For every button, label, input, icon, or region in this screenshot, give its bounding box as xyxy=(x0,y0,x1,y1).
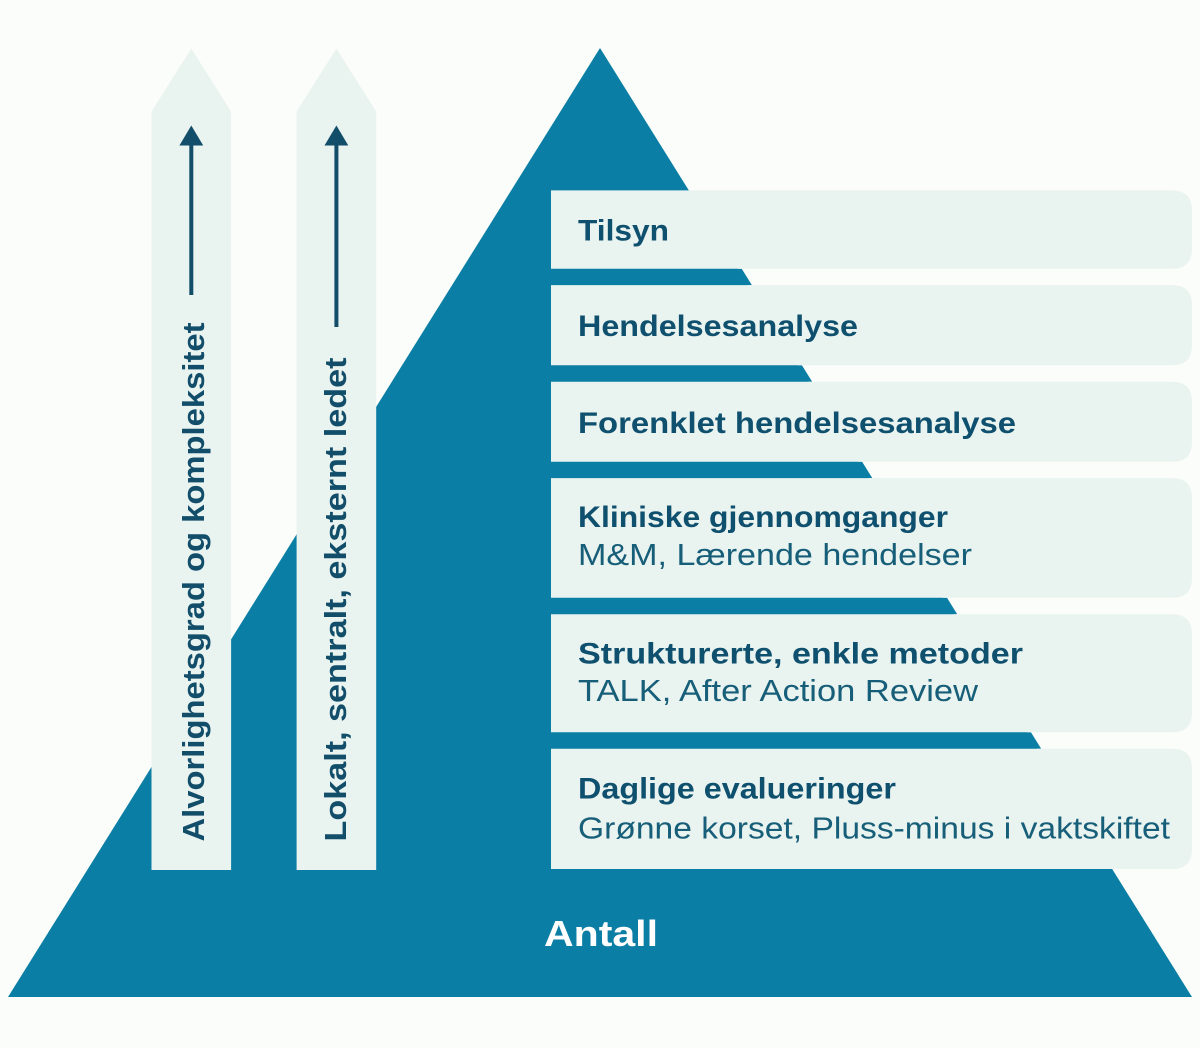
svg-text:Tilsyn: Tilsyn xyxy=(578,215,669,248)
svg-text:Forenklet hendelsesanalyse: Forenklet hendelsesanalyse xyxy=(578,407,1016,440)
svg-text:TALK, After Action Review: TALK, After Action Review xyxy=(578,673,979,708)
svg-text:Lokalt, sentralt, eksternt led: Lokalt, sentralt, eksternt ledet xyxy=(318,358,353,842)
svg-text:Daglige evalueringer: Daglige evalueringer xyxy=(578,773,897,806)
svg-text:Strukturerte, enkle metoder: Strukturerte, enkle metoder xyxy=(578,637,1024,670)
svg-text:Hendelsesanalyse: Hendelsesanalyse xyxy=(578,310,858,343)
svg-text:Antall: Antall xyxy=(544,913,658,954)
svg-text:Grønne korset, Pluss-minus i v: Grønne korset, Pluss-minus i vaktskiftet xyxy=(578,811,1170,846)
svg-text:Kliniske gjennomganger: Kliniske gjennomganger xyxy=(578,501,949,534)
svg-text:M&M, Lærende hendelser: M&M, Lærende hendelser xyxy=(578,537,972,572)
svg-text:Alvorlighetsgrad og kompleksit: Alvorlighetsgrad og kompleksitet xyxy=(176,323,211,842)
